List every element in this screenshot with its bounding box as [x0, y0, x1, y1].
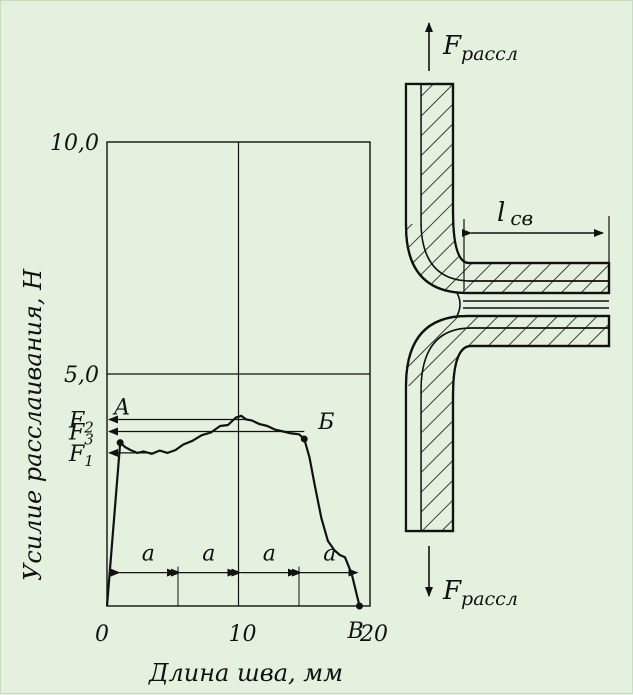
force-level-label: F3	[68, 421, 94, 449]
y-tick-label: 10,0	[50, 131, 99, 156]
y-tick-label: 5,0	[64, 363, 99, 388]
series-line	[105, 414, 361, 607]
segment-label: a	[263, 542, 276, 567]
length-letter: l	[497, 198, 505, 228]
force-level-letter: F	[68, 442, 85, 467]
force-level-label: F1	[68, 442, 94, 470]
x-tick-label: 10	[229, 622, 257, 647]
force-level-letter: F	[68, 421, 85, 446]
point-marker-A	[116, 439, 124, 447]
segment-label: a	[202, 542, 215, 567]
lower-strip-inner-line	[420, 327, 609, 531]
point-marker-Б	[300, 435, 308, 443]
upper-strip-outline	[404, 82, 611, 295]
upper-strip-bend	[420, 220, 609, 282]
force-level-subscript: 2	[83, 418, 94, 436]
chart-points: A Б В	[112, 396, 364, 644]
force-level-subscript: 3	[84, 431, 94, 449]
seam-mouth	[456, 292, 461, 317]
point-label: Б	[317, 410, 334, 435]
point-label: A	[112, 396, 130, 421]
lower-strip-clear	[406, 386, 421, 531]
x-tick-label: 20	[359, 622, 388, 647]
x-tick-label: 0	[95, 622, 109, 647]
point-marker-В	[355, 602, 363, 610]
chart-grid	[107, 142, 370, 606]
force-level-letter: F	[68, 408, 85, 433]
force-level-label: F2	[68, 408, 94, 436]
upper-strip	[404, 82, 611, 295]
force-label-top: Fрассл	[442, 31, 518, 65]
x-axis-label: Длина шва, мм	[148, 659, 343, 687]
y-axis-label: Усилие расслаивания, Н	[19, 268, 47, 581]
force-subscript-bottom: рассл	[461, 588, 518, 610]
lower-strip	[404, 314, 611, 533]
tick-labels: 0 10 20 5,0 10,0	[50, 131, 388, 647]
force-label-bottom: Fрассл	[442, 576, 518, 610]
force-level-subscript: 1	[84, 452, 94, 470]
segment-label: a	[142, 542, 155, 567]
force-letter-bottom: F	[442, 576, 462, 606]
upper-strip-clear	[406, 84, 421, 224]
force-subscript-top: рассл	[461, 43, 518, 65]
length-subscript: св	[510, 206, 533, 230]
lower-strip-outline	[404, 314, 611, 533]
force-letter-top: F	[442, 31, 462, 61]
point-label: В	[346, 619, 363, 644]
